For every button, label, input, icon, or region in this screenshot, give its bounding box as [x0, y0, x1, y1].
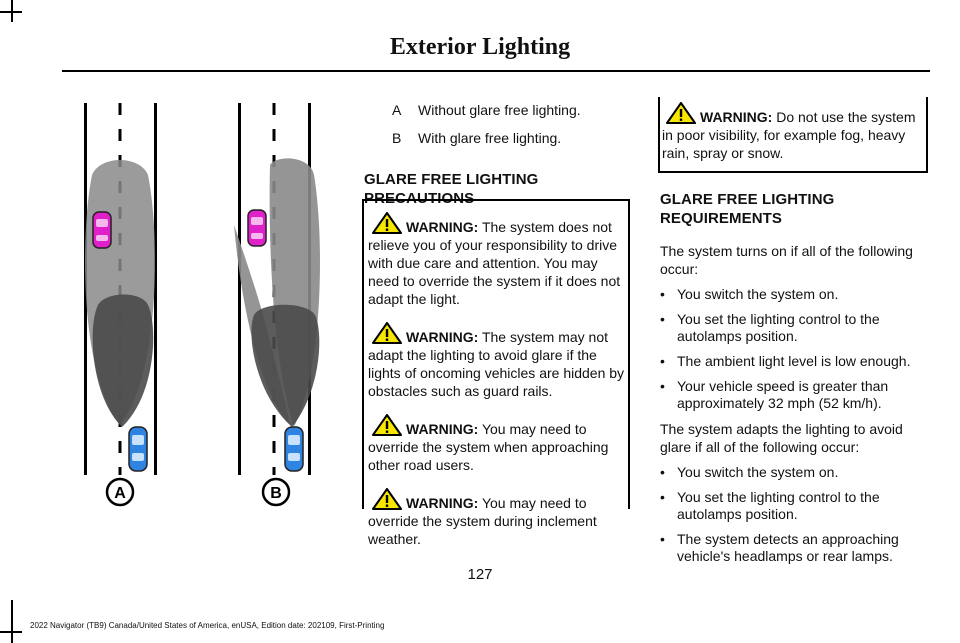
bullet-dot: •: [660, 464, 665, 480]
right-column: WARNING: Do not use the system in poor v…: [660, 98, 928, 573]
bullet-dot: •: [660, 531, 665, 547]
warning-text: The system may not adapt the lighting to…: [368, 329, 625, 399]
visibility-warning-box: [658, 97, 928, 173]
warning-4: WARNING: You may need to override the sy…: [368, 488, 628, 548]
list-item-text: You switch the system on.: [677, 286, 839, 302]
requirements-heading: GLARE FREE LIGHTING REQUIREMENTS: [660, 191, 835, 227]
precautions-heading: GLARE FREE LIGHTING PRECAUTIONS: [364, 171, 539, 207]
warning-label: WARNING:: [406, 329, 479, 345]
warning-1: WARNING: The system does not relieve you…: [368, 212, 628, 308]
bullet-dot: •: [660, 311, 665, 327]
list-item: • You switch the system on.: [660, 464, 928, 481]
road-a: A: [84, 103, 157, 507]
requirements-intro: The system turns on if all of the follow…: [660, 243, 913, 277]
list-item: • Your vehicle speed is greater than appr…: [660, 378, 928, 412]
list-item-text: The ambient light level is low enough.: [677, 353, 911, 369]
footer-edition-info: 2022 Navigator (TB9) Canada/United State…: [30, 621, 385, 630]
beam-a-inner: [92, 294, 154, 427]
list-item: • You set the lighting control to the aut…: [660, 489, 928, 523]
warning-2: WARNING: The system may not adapt the li…: [368, 322, 628, 400]
warning-triangle-icon: [666, 102, 696, 124]
warning-triangle-icon: [372, 414, 402, 436]
list-item: • The ambient light level is low enough.: [660, 353, 928, 370]
list-item-text: You set the lighting control to the auto…: [677, 489, 880, 522]
legend-key: A: [392, 102, 402, 118]
visibility-warning: WARNING: Do not use the system in poor v…: [662, 102, 926, 162]
warning-text: Do not use the system in poor visibility…: [662, 109, 916, 161]
warning-text: You may need to override the system when…: [368, 421, 609, 473]
legend-text: With glare free lighting.: [418, 130, 562, 146]
bullet-dot: •: [660, 353, 665, 369]
figure-label-a: A: [114, 485, 126, 502]
list-item: • You switch the system on.: [660, 286, 928, 303]
own-vehicle-b: [284, 426, 304, 472]
oncoming-vehicle-a: [92, 211, 112, 249]
precautions-warnings: WARNING: The system does not relieve you…: [368, 212, 628, 562]
glare-free-lighting-figure: A B: [62, 95, 344, 515]
precautions-warning-box: [362, 199, 630, 509]
warning-triangle-icon: [372, 322, 402, 344]
figure-label-b: B: [270, 485, 282, 502]
requirements-intro-2: The system adapts the lighting to avoid …: [660, 421, 903, 455]
header-rule: [62, 70, 930, 72]
legend-key: B: [392, 130, 402, 146]
crop-mark-top-left-h: [0, 11, 22, 13]
warning-label: WARNING:: [406, 219, 479, 235]
bullet-dot: •: [660, 378, 665, 394]
road-diagram: A B: [84, 103, 320, 507]
list-item-text: Your vehicle speed is greater than appro…: [677, 378, 889, 411]
page-title: Exterior Lighting: [389, 34, 571, 60]
list-item-text: You switch the system on.: [677, 464, 839, 480]
warning-text: The system does not relieve you of your …: [368, 219, 621, 307]
road-b: B: [234, 103, 320, 507]
warning-text: You may need to override the system duri…: [368, 495, 597, 547]
own-vehicle-a: [128, 426, 148, 472]
legend-item-b: B With glare free lighting.: [364, 130, 630, 147]
list-item: • The system detects an approaching vehic…: [660, 531, 928, 565]
legend-text: Without glare free lighting.: [418, 102, 581, 118]
crop-mark-bottom-left-v: [11, 600, 13, 643]
bullet-dot: •: [660, 489, 665, 505]
list-item: • You set the lighting control to the aut…: [660, 311, 928, 345]
list-item-text: The system detects an approaching vehicl…: [677, 531, 899, 564]
warning-triangle-icon: [372, 212, 402, 234]
legend-item-a: A Without glare free lighting.: [364, 102, 630, 119]
beam-b-inner: [251, 304, 320, 427]
crop-mark-bottom-left-h: [0, 631, 22, 633]
middle-column: A Without glare free lighting. B With gl…: [364, 102, 630, 208]
list-item-text: You set the lighting control to the auto…: [677, 311, 880, 344]
warning-label: WARNING:: [406, 421, 479, 437]
warning-label: WARNING:: [406, 495, 479, 511]
warning-label: WARNING:: [700, 109, 773, 125]
page-number: 127: [467, 566, 493, 583]
oncoming-vehicle-b: [247, 209, 267, 247]
warning-triangle-icon: [372, 488, 402, 510]
bullet-dot: •: [660, 286, 665, 302]
warning-3: WARNING: You may need to override the sy…: [368, 414, 628, 474]
